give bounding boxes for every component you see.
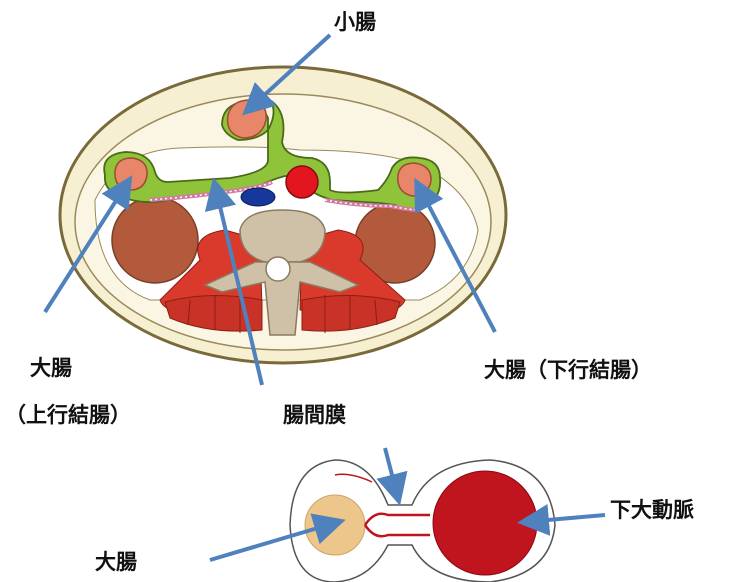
label-mesentery: 腸間膜: [283, 405, 346, 426]
label-ascending-colon: （上行結腸）: [5, 405, 131, 426]
label-descending-colon: 大腸（下行結腸）: [484, 360, 652, 381]
inset-colon: [305, 495, 365, 555]
inset-aorta: [433, 471, 537, 575]
label-aorta: 下大動脈: [610, 500, 694, 521]
label-small-intestine: 小腸: [334, 12, 376, 33]
inset-arrow-mesentery: [385, 448, 398, 498]
label-inset-large-intestine: 大腸: [95, 552, 137, 573]
label-large-intestine: 大腸: [30, 358, 72, 379]
